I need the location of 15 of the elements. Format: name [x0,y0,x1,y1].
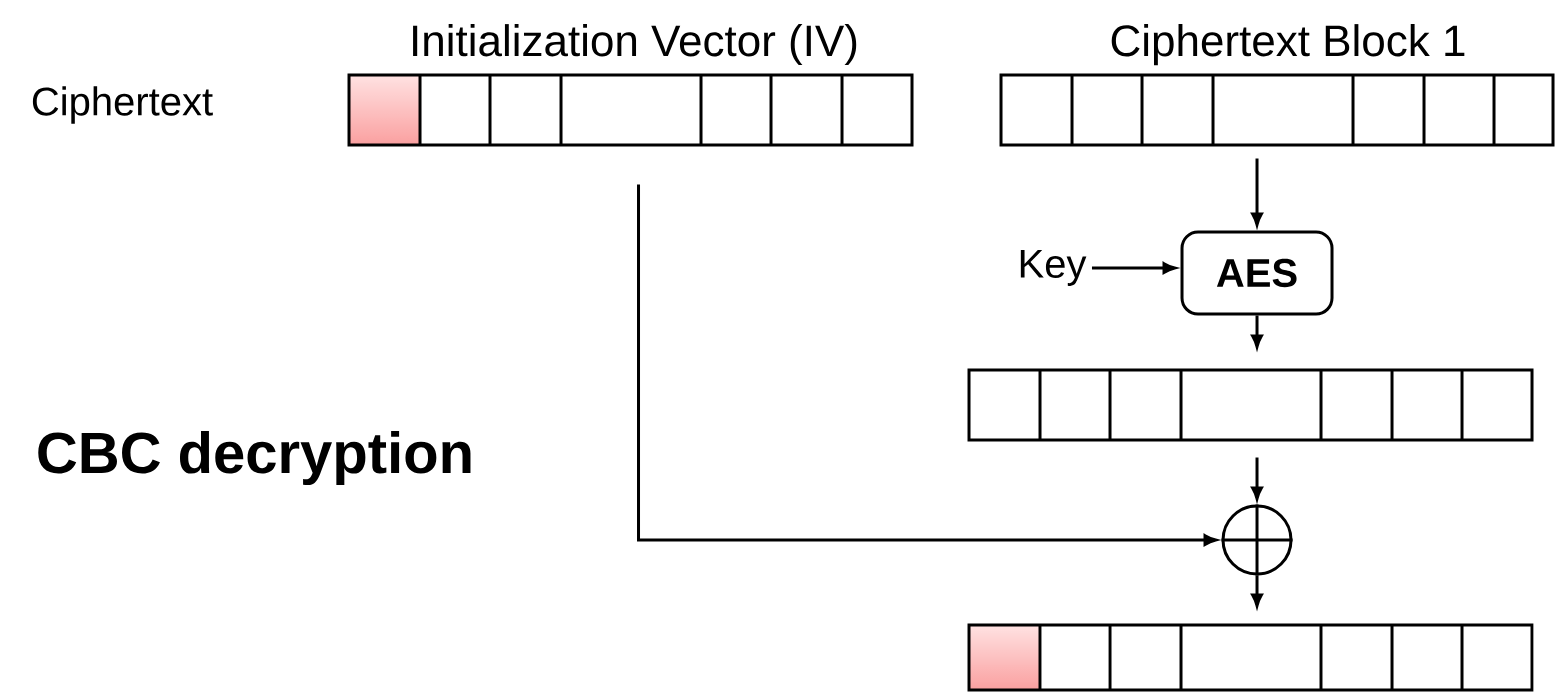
arrow [1092,262,1177,274]
block-bar [967,368,1534,442]
heading: CBC decryption [38,430,471,486]
arrow [637,184,1218,546]
arrow [1251,158,1263,227]
key-label: Key [1020,250,1087,286]
block-bar: Ciphertext Block 1 [999,24,1555,147]
cipher-box: AES [1180,230,1334,316]
arrow [1251,457,1263,501]
block-bar [967,623,1534,692]
block-bar: Initialization Vector (IV) [347,24,914,147]
row-label: Ciphertext [32,86,213,124]
xor-symbol [1221,504,1293,576]
node-label: Ciphertext Block 1 [1111,24,1465,66]
node-label: Initialization Vector (IV) [413,24,857,66]
